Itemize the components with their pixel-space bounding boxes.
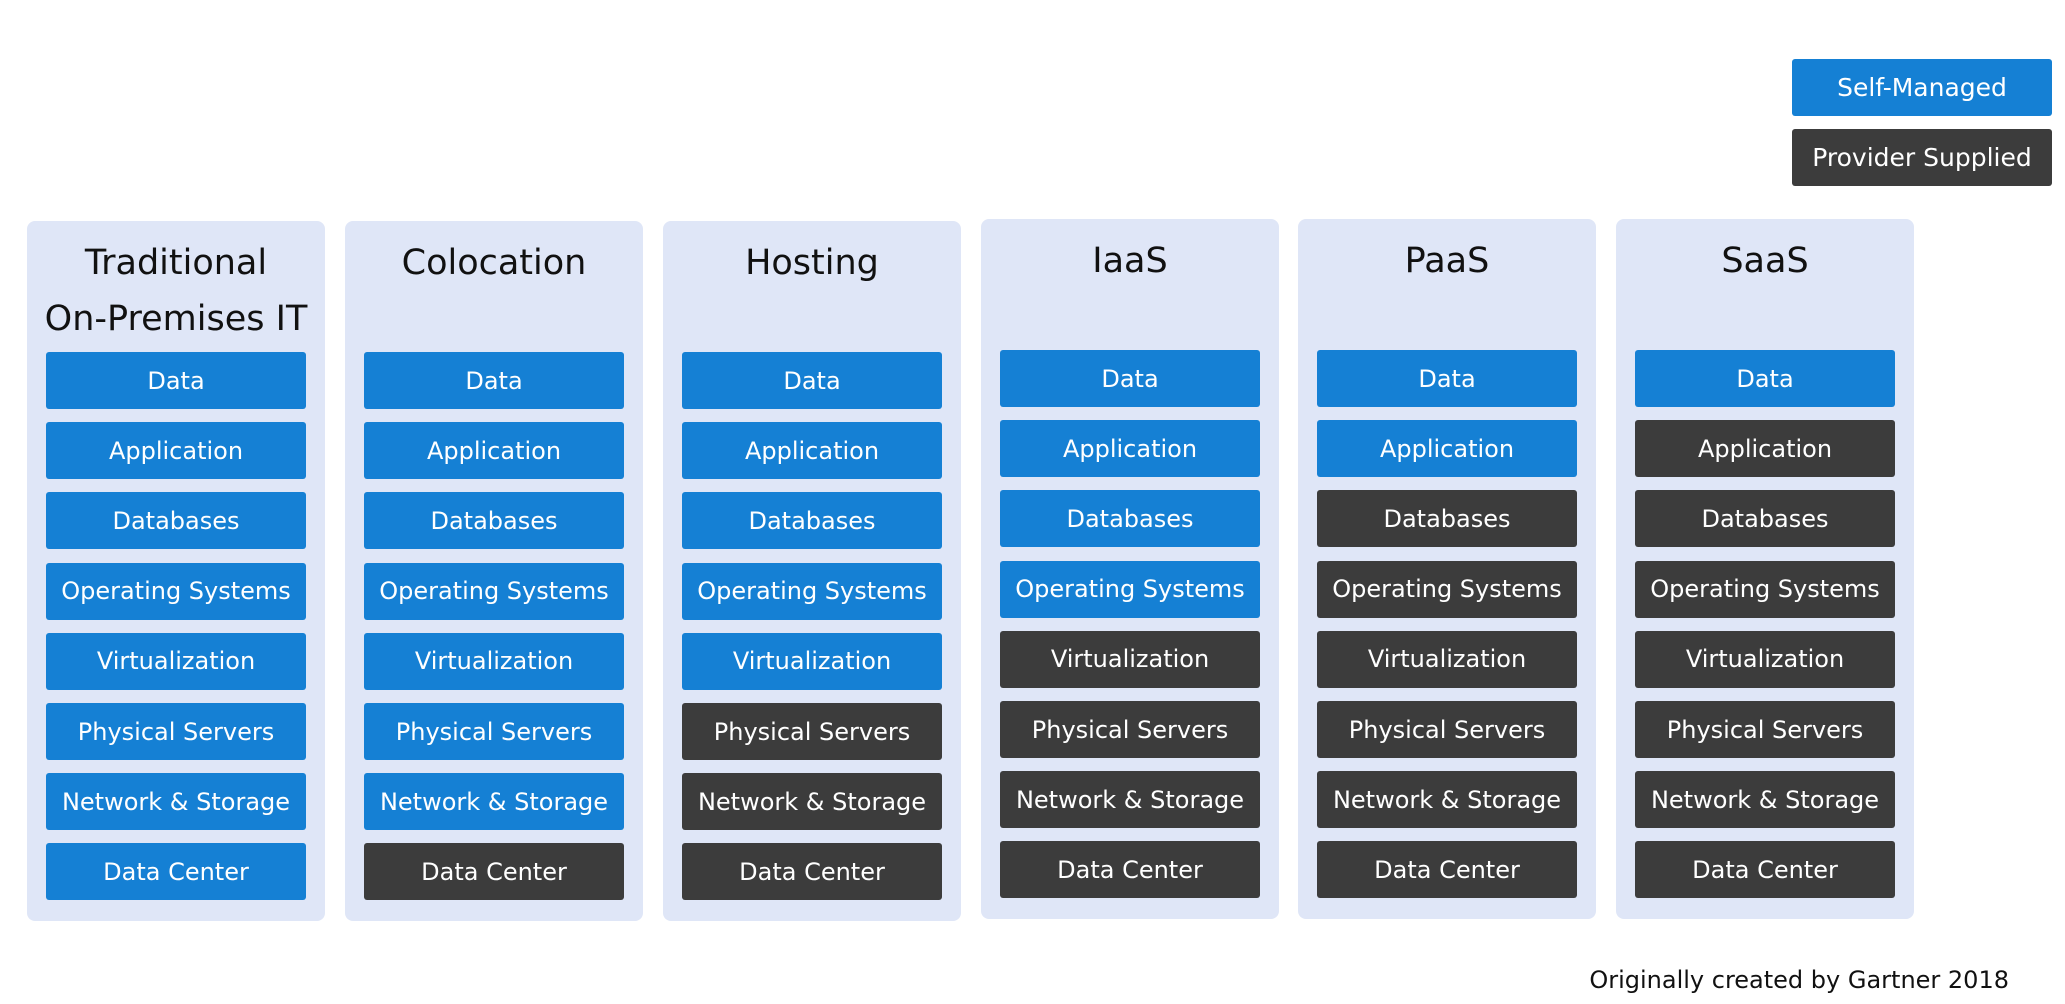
layer-data: Data [364,352,624,409]
layer-operating-systems: Operating Systems [1635,560,1895,618]
layer-data: Data [1317,350,1577,407]
layer-physical-servers: Physical Servers [46,703,306,760]
layer-data-center: Data Center [364,843,624,901]
layer-network-storage: Network & Storage [364,773,624,831]
layer-virtualization: Virtualization [46,632,306,690]
layer-physical-servers: Physical Servers [364,703,624,760]
layer-operating-systems: Operating Systems [46,562,306,620]
layer-databases: Databases [364,492,624,550]
layer-databases: Databases [1000,490,1260,548]
layer-databases: Databases [46,492,306,550]
layer-network-storage: Network & Storage [682,773,942,831]
layer-physical-servers: Physical Servers [682,703,942,760]
layer-network-storage: Network & Storage [1635,771,1895,829]
layer-virtualization: Virtualization [1317,630,1577,688]
layer-data-center: Data Center [1635,841,1895,899]
layer-application: Application [1317,420,1577,478]
layer-virtualization: Virtualization [364,632,624,690]
column-title: SaaS [1721,241,1809,281]
layer-data: Data [1635,350,1895,407]
layer-operating-systems: Operating Systems [682,562,942,620]
layer-application: Application [364,422,624,480]
layer-physical-servers: Physical Servers [1000,701,1260,758]
layer-databases: Databases [1317,490,1577,548]
layer-data: Data [46,352,306,409]
layer-databases: Databases [682,492,942,550]
layer-application: Application [1635,420,1895,478]
layer-databases: Databases [1635,490,1895,548]
layer-data: Data [682,352,942,409]
layer-operating-systems: Operating Systems [364,562,624,620]
legend-provider-supplied: Provider Supplied [1792,129,2052,186]
column-title: Hosting [745,243,879,283]
layer-application: Application [1000,420,1260,478]
layer-physical-servers: Physical Servers [1317,701,1577,758]
column-title: Traditional On-Premises IT [44,243,308,339]
legend-self-managed: Self-Managed [1792,59,2052,116]
layer-application: Application [682,422,942,480]
layer-data-center: Data Center [46,843,306,901]
layer-network-storage: Network & Storage [1000,771,1260,829]
column-title: Colocation [401,243,587,283]
layer-operating-systems: Operating Systems [1000,560,1260,618]
layer-network-storage: Network & Storage [46,773,306,831]
layer-application: Application [46,422,306,480]
layer-data-center: Data Center [1000,841,1260,899]
layer-virtualization: Virtualization [1635,630,1895,688]
layer-physical-servers: Physical Servers [1635,701,1895,758]
attribution-text: Originally created by Gartner 2018 [1589,966,2009,994]
layer-data-center: Data Center [682,843,942,901]
layer-network-storage: Network & Storage [1317,771,1577,829]
layer-virtualization: Virtualization [1000,630,1260,688]
column-title: IaaS [1092,241,1168,281]
layer-data-center: Data Center [1317,841,1577,899]
layer-data: Data [1000,350,1260,407]
layer-operating-systems: Operating Systems [1317,560,1577,618]
layer-virtualization: Virtualization [682,632,942,690]
column-title: PaaS [1404,241,1490,281]
